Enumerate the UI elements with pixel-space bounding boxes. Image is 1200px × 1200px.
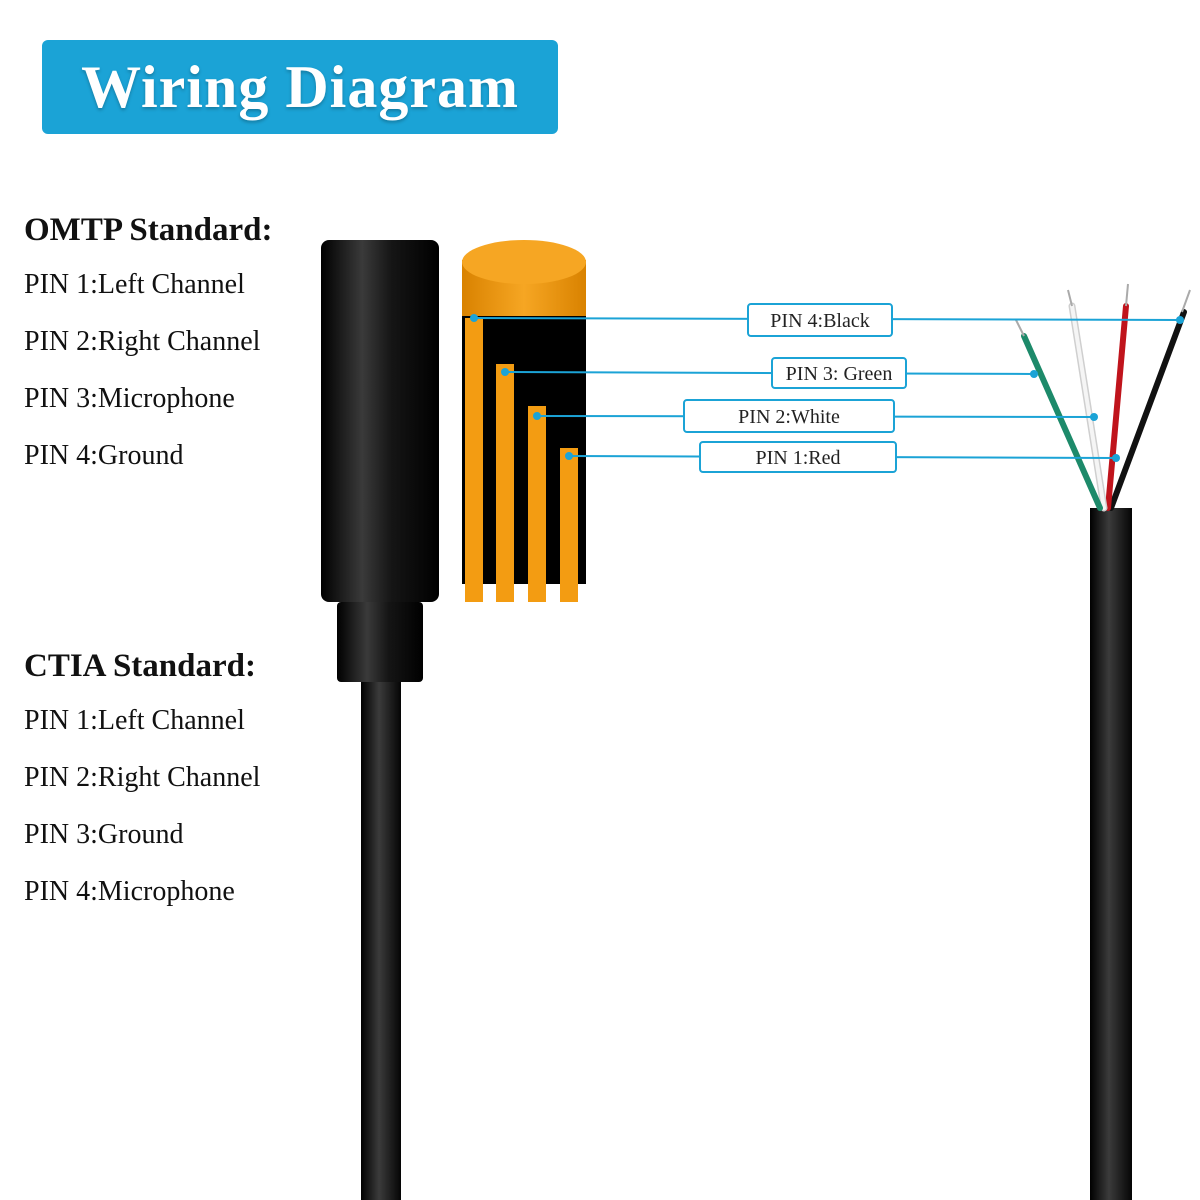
- wire-label-pin2-text: PIN 2:White: [738, 406, 840, 428]
- wire-label-pin2: PIN 2:White: [683, 399, 895, 433]
- pin-3-leader-dot: [501, 368, 509, 376]
- wire-black-strand: [1181, 289, 1191, 313]
- schematic-cap-top: [462, 240, 586, 284]
- wire-green-dot: [1030, 370, 1038, 378]
- wire-red-strand: [1125, 283, 1129, 307]
- omtp-standard-section: OMTP Standard: PIN 1:Left Channel PIN 2:…: [24, 212, 272, 493]
- pin-4-contact: [465, 318, 483, 602]
- wire-red: [1105, 303, 1129, 511]
- wire-label-pin4: PIN 4:Black: [747, 303, 893, 337]
- wire-label-pin3: PIN 3: Green: [771, 357, 907, 389]
- stripped-cable: [1015, 283, 1191, 1200]
- wire-green: [1021, 333, 1103, 511]
- jack-cable: [361, 682, 401, 1200]
- jack-neck: [337, 602, 423, 682]
- pin-1-contact: [560, 448, 578, 602]
- wire-green-strand: [1015, 319, 1025, 337]
- ctia-heading: CTIA Standard:: [24, 648, 260, 685]
- ctia-heading-text: CTIA Standard: [24, 648, 245, 684]
- omtp-pin-2: PIN 2:Right Channel: [24, 326, 261, 357]
- wire-label-pin1: PIN 1:Red: [699, 441, 897, 473]
- pin-schematic: [462, 240, 586, 602]
- audio-jack-connector: [321, 240, 439, 1200]
- ctia-pin-3: PIN 3:Ground: [24, 819, 184, 850]
- wire-label-pin4-box: [747, 303, 893, 337]
- wire-white-strand: [1067, 289, 1073, 307]
- wire-label-pin1-text: PIN 1:Red: [756, 447, 841, 469]
- wire-label-pin3-box: [771, 357, 907, 389]
- omtp-heading-colon: :: [261, 212, 273, 248]
- pin-3-leader-line: [504, 371, 1035, 375]
- omtp-heading: OMTP Standard:: [24, 212, 272, 249]
- omtp-pin-1: PIN 1:Left Channel: [24, 269, 245, 300]
- title-banner: Wiring Diagram: [42, 40, 558, 134]
- pin-1-leader-dot: [565, 452, 573, 460]
- leader-dots: [470, 314, 1184, 462]
- omtp-heading-text: OMTP Standard: [24, 212, 262, 248]
- ctia-standard-section: CTIA Standard: PIN 1:Left Channel PIN 2:…: [24, 648, 260, 929]
- wire-white-highlight: [1070, 304, 1106, 510]
- omtp-pin-4: PIN 4:Ground: [24, 440, 184, 471]
- ctia-pin-2: PIN 2:Right Channel: [24, 762, 261, 793]
- wire-white-dot: [1090, 413, 1098, 421]
- wire-label-pin2-box: [683, 399, 895, 433]
- omtp-pin-3: PIN 3:Microphone: [24, 383, 235, 414]
- pin-4-leader-dot: [470, 314, 478, 322]
- jack-body: [321, 240, 439, 602]
- wire-label-pin1-box: [699, 441, 897, 473]
- pin-2-leader-dot: [533, 412, 541, 420]
- wire-red-dot: [1112, 454, 1120, 462]
- pin-2-contact: [528, 406, 546, 602]
- wire-black-dot: [1176, 316, 1184, 324]
- wire-label-pin4-text: PIN 4:Black: [770, 310, 869, 332]
- wire-label-pin3-text: PIN 3: Green: [786, 363, 893, 385]
- ctia-pin-4: PIN 4:Microphone: [24, 876, 235, 907]
- pin-3-contact: [496, 364, 514, 602]
- stripped-cable-jacket: [1090, 508, 1132, 1200]
- ctia-heading-colon: :: [245, 648, 256, 684]
- wire-black: [1108, 309, 1187, 511]
- page-title: Wiring Diagram: [81, 53, 519, 120]
- ctia-pin-1: PIN 1:Left Channel: [24, 705, 245, 736]
